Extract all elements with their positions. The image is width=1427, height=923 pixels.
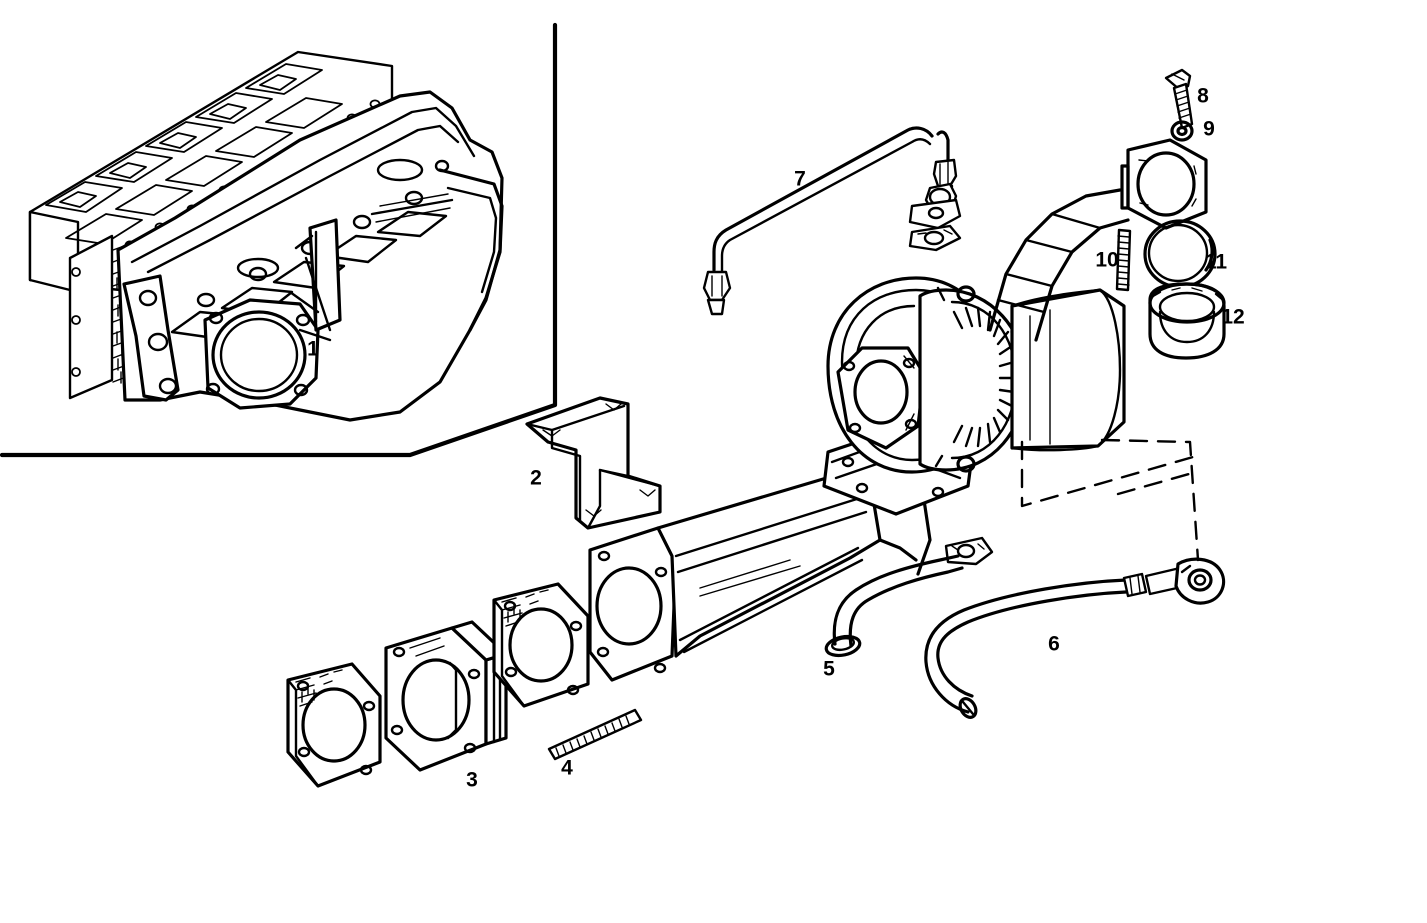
gasket-hatching (501, 589, 549, 627)
oil-feed-hose (924, 557, 1226, 719)
screw (1164, 68, 1194, 130)
oil-supply-pipe (702, 126, 962, 316)
sleeve-coupling (1148, 282, 1226, 360)
gasket-hatching (295, 669, 343, 707)
gasket-middle (492, 582, 590, 708)
banjo-gasket (908, 224, 962, 252)
callout-2: 2 (530, 467, 542, 490)
turbine-housing (1010, 288, 1126, 452)
callout-4: 4 (561, 757, 573, 780)
gasket-left (286, 662, 382, 788)
callout-11: 11 (1205, 251, 1228, 274)
intake-manifold-assembly (28, 50, 504, 422)
banjo-eye-end (1174, 557, 1226, 605)
stud-thread-marks (1117, 235, 1130, 286)
callout-7: 7 (794, 168, 806, 191)
callout-10: 10 (1095, 249, 1118, 272)
callout-1: 1 (307, 338, 319, 361)
thread-marks (555, 715, 630, 757)
gasket-and-flange-stack (286, 582, 643, 788)
callout-labels: 1 2 3 4 5 6 7 8 9 10 11 12 (307, 85, 1245, 792)
head-port-openings (45, 63, 343, 245)
assembly-group-boundary (0, 22, 558, 458)
stud-bolt (547, 708, 643, 761)
assembly-leader-lines (1020, 438, 1202, 562)
banjo-fitting (908, 182, 962, 230)
stud (1115, 228, 1132, 292)
callout-6: 6 (1048, 633, 1060, 656)
callout-8: 8 (1197, 85, 1209, 108)
transition-duct (588, 462, 932, 682)
manifold-outlet-flange (203, 298, 320, 410)
support-bracket (525, 396, 662, 530)
callout-12: 12 (1221, 306, 1244, 329)
screw-thread-marks (1174, 89, 1192, 119)
bearing-housing (918, 285, 1032, 473)
oil-return-hose (824, 554, 964, 658)
callout-9: 9 (1203, 118, 1215, 141)
callout-3: 3 (466, 769, 478, 792)
washer (1170, 120, 1194, 142)
cooling-fins (952, 306, 1016, 448)
inlet-elbow (988, 138, 1208, 342)
callout-5: 5 (823, 658, 835, 681)
